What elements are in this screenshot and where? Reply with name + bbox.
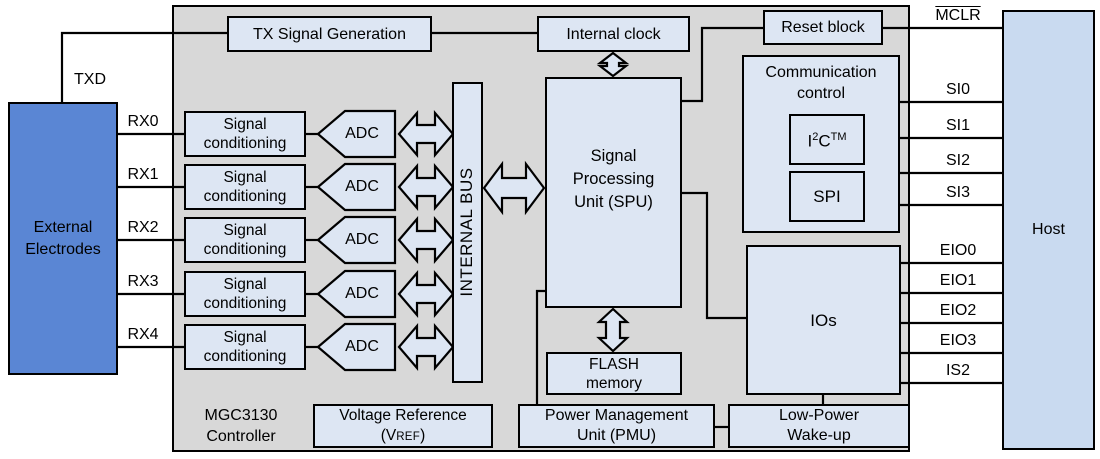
adc-shape	[316, 269, 397, 319]
spi-block: SPI	[789, 171, 865, 222]
adc-shape	[316, 322, 397, 372]
si1-label: SI1	[945, 117, 970, 134]
txd-label: TXD	[74, 71, 106, 88]
eio3-label: EIO3	[939, 332, 977, 349]
host-label: Host	[1032, 221, 1065, 238]
internal-clock-block: Internal clock	[537, 16, 690, 52]
adc-label: ADC	[345, 178, 379, 195]
bus-spu-arrow	[482, 160, 546, 216]
adc-bus-arrow	[397, 270, 455, 318]
spi-label: SPI	[813, 187, 841, 206]
spu-flash-arrow	[596, 307, 630, 353]
spu-ios-wire	[681, 191, 747, 320]
internal-bus-block	[452, 82, 483, 383]
controller-caption: MGC3130 Controller	[204, 407, 278, 445]
adc-bus-arrow	[397, 216, 455, 264]
ios-block: IOs	[746, 245, 901, 395]
eio1-label: EIO1	[939, 272, 977, 289]
i2c-label: I2CTM	[807, 131, 847, 151]
host-block: Host	[1002, 10, 1095, 450]
internal-bus-label: INTERNAL BUS	[457, 167, 476, 297]
eio2-label: EIO2	[939, 302, 977, 319]
si2-label: SI2	[945, 152, 970, 169]
i2c-block: I2CTM	[789, 114, 865, 165]
is2-label: IS2	[945, 362, 970, 379]
external-electrodes-label-2: Electrodes	[25, 240, 101, 258]
internal-clock-label: Internal clock	[566, 25, 661, 43]
adc-shape	[316, 109, 397, 159]
rx3-label: RX3	[127, 273, 159, 290]
eio0-label: EIO0	[939, 242, 977, 259]
reset-block: Reset block	[763, 10, 883, 45]
clock-spu-arrow	[596, 51, 630, 78]
rx0-label: RX0	[127, 113, 159, 130]
adc-bus-arrow	[397, 163, 455, 211]
adc-shape	[316, 215, 397, 265]
ios-label: IOs	[810, 310, 837, 330]
tx-signal-generation-block: TX Signal Generation	[227, 16, 432, 52]
spu-block: Signal Processing Unit (SPU)	[545, 77, 682, 308]
voltage-reference-block: Voltage Reference (VREF)	[313, 404, 493, 448]
connector-lines	[60, 26, 1003, 429]
si0-label: SI0	[945, 81, 970, 98]
spu-pmu-wire	[535, 289, 546, 405]
rx1-label: RX1	[127, 166, 159, 183]
pmu-block: Power Management Unit (PMU)	[518, 404, 715, 448]
txd-wire	[60, 31, 229, 102]
spu-reset-wire	[681, 26, 764, 103]
adc-label: ADC	[345, 285, 379, 302]
vref-line2: (VREF)	[380, 426, 426, 444]
adc-bus-arrow	[397, 323, 455, 371]
flash-memory-block: FLASH memory	[546, 352, 682, 395]
adc-bus-arrow	[397, 110, 455, 158]
adc-label: ADC	[345, 125, 379, 142]
adc-label: ADC	[345, 231, 379, 248]
low-power-wakeup-block: Low-Power Wake-up	[728, 404, 910, 448]
adc-shape	[316, 162, 397, 212]
adc-label: ADC	[345, 338, 379, 355]
external-electrodes-label-1: External	[33, 218, 93, 236]
reset-block-label: Reset block	[781, 19, 865, 36]
mclr-label: MCLR	[935, 7, 981, 24]
si3-label: SI3	[945, 184, 970, 201]
rx2-label: RX2	[127, 219, 159, 236]
external-electrodes-block: External Electrodes	[8, 102, 118, 375]
rx4-label: RX4	[127, 326, 159, 343]
tx-signal-generation-label: TX Signal Generation	[253, 25, 406, 43]
